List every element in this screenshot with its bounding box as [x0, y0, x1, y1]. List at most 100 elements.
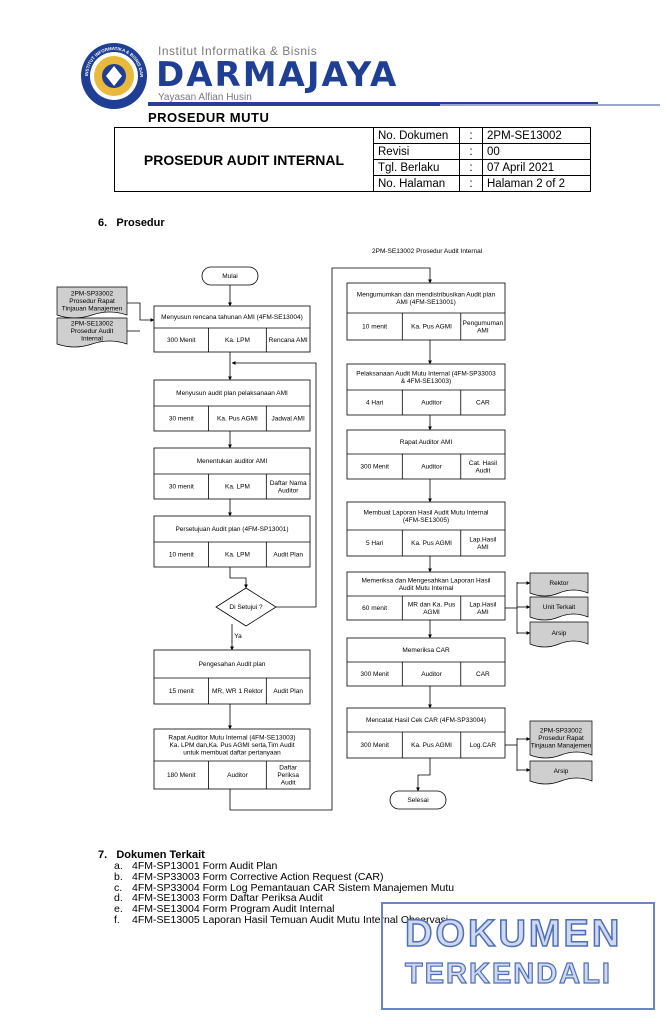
step-duration: 300 Menit — [167, 337, 196, 344]
output-document — [529, 572, 589, 597]
step-title: Menyusun audit plan pelaksanaan AMI — [176, 390, 288, 397]
stamp-line-1: DOKUMEN — [404, 912, 623, 956]
list-item-text: 4FM-SP13001 Form Audit Plan — [132, 860, 278, 872]
darmajaya-logo: INSTITUT INFORMATIKA & BISNIS DARMAJAYA — [80, 42, 147, 109]
start-terminator — [201, 266, 259, 286]
step-title: Pelaksanaan Audit Mutu Internal (4FM-SP3… — [356, 370, 496, 385]
connector-line — [229, 567, 248, 589]
brand-name: DARMAJAYA — [156, 55, 399, 95]
foundation-name: Yayasan Alfian Husin — [158, 92, 252, 103]
step-title: Menentukan auditor AMI — [197, 458, 268, 465]
step-actor: Auditor — [227, 772, 248, 779]
decision-diamond — [215, 587, 277, 627]
step-output: Audit Plan — [273, 552, 303, 559]
list-item-text: 4FM-SE13004 Form Program Audit Internal — [132, 903, 335, 916]
section-7-heading: 7. Dokumen Terkait — [98, 849, 205, 861]
process-step — [153, 379, 311, 432]
document-type: PROSEDUR MUTU — [148, 110, 270, 125]
step-title: Persetujuan Audit plan (4FM-SP13001) — [175, 526, 288, 533]
step-actor: Ka. LPM — [225, 484, 250, 491]
step-actor: MR, WR 1 Rektor — [212, 688, 264, 695]
step-actor: Ka. Pus AGMI — [411, 742, 452, 749]
section-number: 7. — [98, 849, 108, 861]
step-duration: 15 menit — [169, 688, 194, 695]
input-document — [56, 317, 128, 348]
step-actor: Auditor — [421, 671, 442, 678]
institute-name: Institut Informatika & Bisnis — [158, 44, 318, 58]
list-item: b.4FM-SP33003 Form Corrective Action Req… — [114, 870, 384, 883]
step-title: Membuat Laporan Hasil Audit Mutu Interna… — [363, 509, 489, 524]
step-title: Mencatat Hasil Cek CAR (4FM-SP33004) — [366, 717, 486, 724]
document-label: Rektor — [549, 580, 569, 587]
step-output: Audit Plan — [273, 688, 303, 695]
info-key: No. Halaman — [373, 175, 460, 192]
list-item-text: 4FM-SP33004 Form Log Pemantauan CAR Sist… — [132, 881, 455, 894]
yes-label: Ya — [234, 633, 242, 640]
end-terminator — [389, 790, 447, 810]
section-title: Dokumen Terkait — [116, 849, 205, 861]
step-title: Pengesahan Audit plan — [199, 661, 266, 668]
step-duration: 5 Hari — [366, 540, 383, 547]
step-actor: Ka. LPM — [225, 337, 250, 344]
connector-line — [229, 267, 432, 811]
list-item-text: 4FM-SE13005 Laporan Hasil Temuan Audit M… — [132, 913, 449, 926]
step-duration: 4 Hari — [366, 400, 383, 407]
step-duration: 300 Menit — [360, 671, 389, 678]
process-step — [153, 728, 311, 790]
step-duration: 10 menit — [362, 324, 387, 331]
controlled-document-stamp — [381, 902, 655, 1010]
process-step — [153, 515, 311, 568]
list-item-text: 4FM-SP33003 Form Corrective Action Reque… — [132, 870, 384, 883]
document-label: Arsip — [552, 630, 567, 637]
list-item: d.4FM-SE13003 Form Daftar Periksa Audit — [114, 892, 323, 905]
step-output: CAR — [476, 671, 490, 678]
terminator-label: Selesai — [407, 797, 428, 804]
process-step — [153, 649, 311, 705]
info-colon: : — [459, 175, 483, 192]
connector-line — [231, 361, 317, 608]
stamp-line-2: TERKENDALI — [404, 957, 612, 990]
terminator-label: Mulai — [222, 273, 238, 280]
section-title: Prosedur — [116, 217, 165, 229]
header-rule-light — [440, 104, 660, 106]
step-title: Rapat Auditor Mutu Internal (4FM-SE13003… — [168, 735, 295, 757]
section-6-heading: 6. Prosedur — [98, 217, 165, 229]
document-title: PROSEDUR AUDIT INTERNAL — [114, 127, 374, 192]
step-duration: 60 menit — [362, 605, 387, 612]
list-item-text: 4FM-SE13003 Form Daftar Periksa Audit — [132, 892, 323, 905]
output-document — [529, 596, 589, 621]
list-item: c.4FM-SP33004 Form Log Pemantauan CAR Si… — [114, 881, 455, 894]
document-info-table: PROSEDUR AUDIT INTERNAL No. Dokumen : 2P… — [114, 127, 591, 192]
step-duration: 300 Menit — [360, 464, 389, 471]
section-number: 6. — [98, 217, 108, 229]
step-output: Rencana AMI — [269, 337, 308, 344]
process-step — [153, 305, 311, 353]
header-rule — [148, 102, 598, 106]
process-step — [346, 429, 506, 480]
step-output: Jadwal AMI — [272, 416, 305, 423]
step-duration: 30 menit — [169, 484, 194, 491]
step-actor: Ka. Pus AGMI — [411, 324, 452, 331]
step-actor: Ka. Pus AGMI — [217, 416, 258, 423]
process-step — [153, 447, 311, 500]
step-actor: Auditor — [421, 400, 442, 407]
process-step — [346, 501, 506, 557]
step-duration: 180 Menit — [167, 772, 196, 779]
step-duration: 10 menit — [169, 552, 194, 559]
step-output: Log.CAR — [470, 742, 497, 749]
step-actor: Auditor — [421, 464, 442, 471]
list-item: e.4FM-SE13004 Form Program Audit Interna… — [114, 903, 335, 916]
step-title: Rapat Auditor AMI — [400, 439, 453, 446]
step-duration: 300 Menit — [360, 742, 389, 749]
decision-label: Di Setujui ? — [229, 604, 263, 611]
step-output: CAR — [476, 400, 490, 407]
